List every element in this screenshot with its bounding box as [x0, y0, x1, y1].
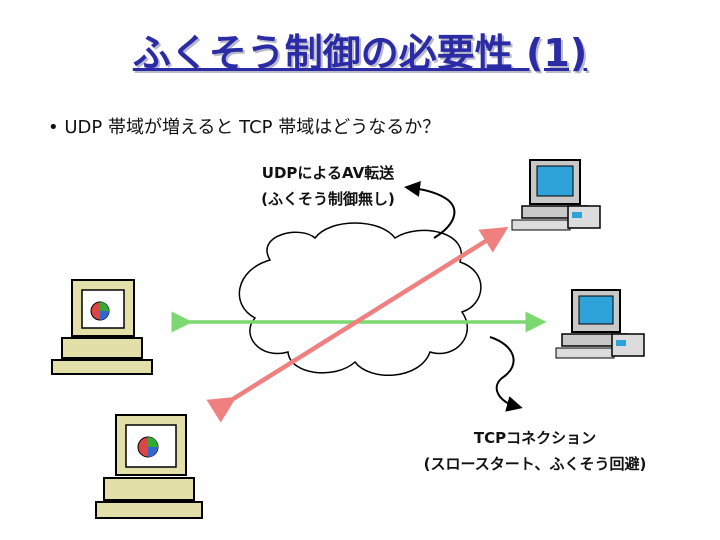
udp-label: UDPによるAV転送 (ふくそう制御無し) [248, 160, 408, 212]
tcp-label-line1: TCPコネクション [473, 429, 597, 447]
udp-label-line2: (ふくそう制御無し) [261, 190, 395, 208]
slide-title: ふくそう制御の必要性 (1) [132, 31, 588, 75]
computer-right-mid-icon [555, 289, 645, 359]
udp-label-line1: UDPによるAV転送 [261, 164, 395, 182]
tcp-label-line2: (スロースタート、ふくそう回避) [423, 455, 647, 473]
network-cloud [238, 222, 482, 377]
computer-left-bottom-icon [95, 414, 203, 519]
udp-pointer [404, 181, 456, 239]
bullet-question: • UDP 帯域が増えると TCP 帯域はどうなるか？ [48, 117, 441, 138]
computer-right-top-icon [511, 159, 601, 231]
tcp-label: TCPコネクション (スロースタート、ふくそう回避) [420, 425, 650, 477]
tcp-pointer [489, 336, 523, 412]
udp-flow-arrow [206, 226, 509, 423]
computer-left-top-icon [51, 279, 153, 375]
